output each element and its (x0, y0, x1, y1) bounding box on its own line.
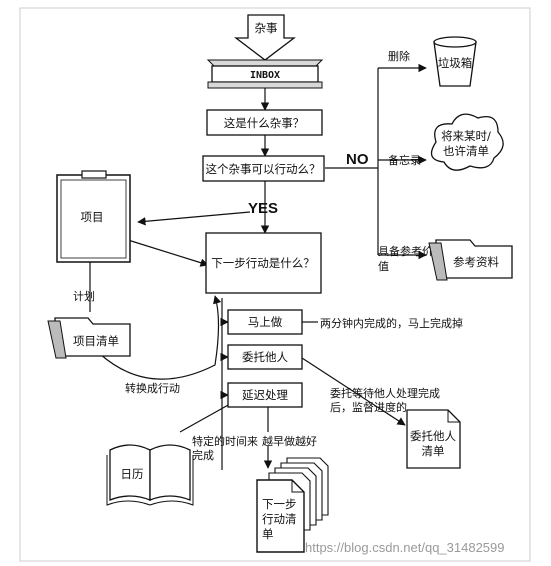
project-list-folder-icon: 项目清单 (47, 317, 131, 359)
plan-label: 计划 (73, 290, 95, 303)
delegate-list-label-1: 委托他人 (410, 429, 456, 443)
project-label: 项目 (81, 210, 104, 224)
delegate-box: 委托他人 (227, 344, 303, 370)
trash-bin-icon: 垃圾箱 (433, 36, 477, 87)
delegate-label: 委托他人 (242, 350, 288, 364)
two-minutes-label: 两分钟内完成的，马上完成掉 (320, 316, 463, 330)
next-action-label: 下一步行动是什么？ (211, 256, 315, 270)
reference-value-label: 具备参考价 (378, 244, 433, 258)
actionable-box: 这个杂事可以行动么？ (202, 155, 325, 182)
defer-label: 延迟处理 (242, 388, 288, 402)
inbox-node: INBOX (206, 59, 324, 89)
someday-label-1: 将来某时/ (441, 129, 491, 143)
delete-label: 删除 (388, 49, 410, 63)
yes-label: YES (248, 200, 278, 217)
memo-label: 备忘录 (388, 153, 421, 167)
reference-label: 参考资料 (453, 255, 499, 269)
wait-label-1: 委托等待他人处理完成 (330, 386, 440, 400)
inbox-label: INBOX (250, 70, 280, 81)
next-list-label-1: 下一步 (262, 497, 297, 511)
calendar-label: 日历 (121, 467, 144, 481)
trash-label: 垃圾箱 (438, 56, 473, 70)
asap-label: 越早做越好 (262, 434, 317, 448)
misc-label: 杂事 (255, 21, 278, 35)
watermark: https://blog.csdn.net/qq_31482599 (305, 540, 505, 555)
specific-time-label-2: 完成 (192, 448, 214, 462)
what-is-it-box: 这是什么杂事？ (206, 109, 323, 136)
reference-folder-icon: 参考资料 (428, 239, 513, 281)
what-is-it-label: 这是什么杂事？ (224, 116, 305, 130)
wait-label-2: 后，监督进度的 (330, 400, 407, 414)
misc-node: 杂事 (234, 14, 296, 61)
delegate-list-document-icon: 委托他人 清单 (406, 409, 461, 469)
calendar-book-icon: 日历 (106, 444, 194, 506)
no-label: NO (346, 151, 369, 168)
defer-box: 延迟处理 (227, 382, 303, 408)
next-list-label-3: 单 (262, 527, 274, 541)
specific-time-label-1: 特定的时间来 (192, 434, 258, 448)
someday-label-2: 也许清单 (443, 144, 489, 158)
connectors (89, 63, 427, 470)
next-action-box: 下一步行动是什么？ (205, 232, 322, 294)
convert-label: 转换成行动 (125, 381, 180, 395)
do-now-box: 马上做 (227, 309, 303, 335)
do-now-label: 马上做 (248, 315, 283, 329)
project-clipboard-icon: 项目 (56, 170, 131, 263)
actionable-label: 这个杂事可以行动么？ (206, 162, 321, 176)
next-list-label-2: 行动清 (262, 512, 297, 526)
delegate-list-label-2: 清单 (422, 444, 445, 458)
project-list-label: 项目清单 (73, 334, 119, 348)
next-action-lists-stack-icon: 下一步 行动清 单 (256, 457, 329, 553)
reference-value-label-2: 值 (378, 260, 389, 273)
someday-cloud-icon: 将来某时/ 也许清单 (430, 113, 504, 171)
